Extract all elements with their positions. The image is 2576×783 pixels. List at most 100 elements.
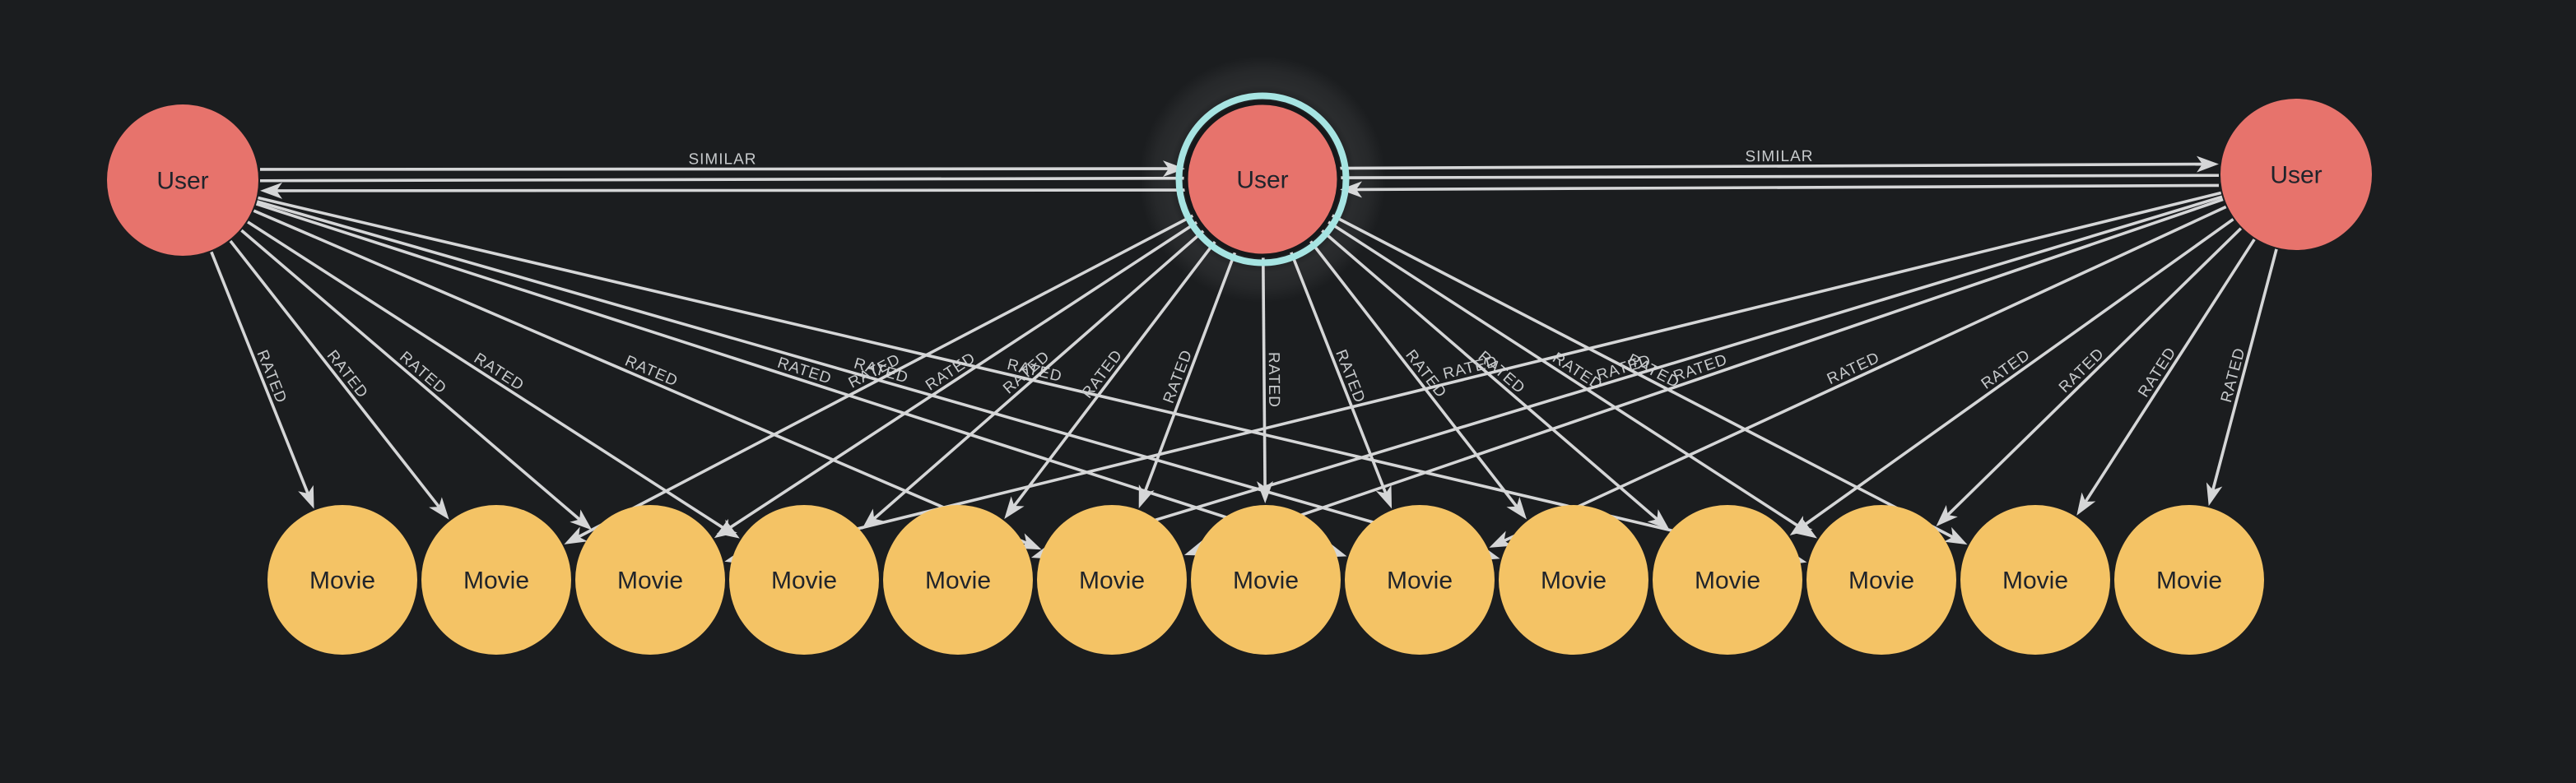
arrowhead-icon (298, 484, 314, 509)
arrowhead-icon (1004, 496, 1025, 519)
node-caption-label: User (2270, 162, 2322, 189)
node-caption-label: Movie (1233, 568, 1299, 595)
relationship-line (229, 239, 440, 508)
relationship-type-label: SIMILAR (688, 151, 756, 168)
arrowhead-icon (1936, 504, 1958, 526)
relationship-line (1326, 220, 1805, 531)
node-caption-label: User (1236, 167, 1288, 194)
node-caption-label: Movie (1695, 568, 1760, 595)
node-user[interactable]: User (1139, 56, 1386, 303)
arrowhead-icon (1789, 516, 1813, 535)
node-circle (1183, 100, 1341, 258)
node-circle (1960, 505, 2110, 655)
node-circle (107, 104, 258, 256)
node-caption-label: Movie (1541, 568, 1607, 595)
arrowhead-icon (1489, 530, 1514, 548)
relationship-line (1199, 197, 2224, 552)
node-movie[interactable]: Movie (1345, 505, 1495, 655)
arrowhead-icon (570, 509, 593, 530)
arrowhead-icon (2196, 155, 2220, 173)
relationship-type-label: SIMILAR (1745, 148, 1813, 165)
relationship-line (240, 229, 581, 521)
node-caption-label: Movie (1079, 568, 1145, 595)
relationship-line (1309, 239, 1518, 507)
node-caption-label: Movie (2156, 568, 2222, 595)
relationship-line (872, 229, 1206, 520)
node-movie[interactable]: Movie (1191, 505, 1341, 655)
node-circle (1806, 505, 1956, 655)
node-circle (729, 505, 879, 655)
relationship-line (1012, 239, 1217, 507)
relationship-line (1330, 213, 1954, 539)
relationship-similar[interactable]: SIMILAR (1339, 148, 2220, 173)
node-caption-label: Movie (617, 568, 683, 595)
relationship-line (740, 191, 2222, 559)
node-user[interactable]: User (107, 104, 258, 256)
arrowhead-icon (714, 518, 737, 539)
relationship-line (255, 202, 1332, 553)
relationship-line (1046, 195, 2223, 554)
arrowhead-icon (2076, 492, 2096, 516)
arrowhead-icon (1943, 526, 1968, 545)
node-circle (2220, 99, 2372, 250)
node-movie[interactable]: Movie (729, 505, 879, 655)
arrowhead-icon (1375, 484, 1393, 509)
node-caption-label: Movie (463, 568, 529, 595)
node-caption-label: User (156, 168, 208, 195)
selected-node-ring (1175, 92, 1350, 266)
arrowhead-icon (1647, 509, 1670, 530)
arrowhead-icon (1138, 484, 1155, 508)
node-movie[interactable]: Movie (421, 505, 571, 655)
node-caption-label: Movie (2002, 568, 2068, 595)
relationship-line (276, 188, 1186, 192)
node-circle (1037, 505, 1187, 655)
node-movie[interactable]: Movie (267, 505, 417, 655)
node-circle (575, 505, 725, 655)
node-movie[interactable]: Movie (1037, 505, 1187, 655)
node-caption-label: Movie (771, 568, 837, 595)
node-movie[interactable]: Movie (575, 505, 725, 655)
relationship-line (1946, 227, 2243, 517)
relationship-line (1355, 183, 2220, 192)
node-movie[interactable]: Movie (1806, 505, 1956, 655)
arrowhead-icon (2206, 482, 2223, 507)
node-caption-label: Movie (1848, 568, 1914, 595)
node-circle (883, 505, 1033, 655)
relationship-line (253, 209, 1027, 544)
relationship-line (247, 220, 727, 531)
node-movie[interactable]: Movie (2114, 505, 2264, 655)
relationship-line (2211, 248, 2278, 491)
relationship-line (1503, 205, 2227, 543)
relationship-line (258, 196, 1792, 560)
node-caption-label: Movie (1387, 568, 1453, 595)
relationship-line (578, 213, 1195, 539)
relationship-similar[interactable] (259, 182, 1186, 199)
node-circle (1345, 505, 1495, 655)
arrowhead-icon (862, 508, 884, 530)
node-movie[interactable]: Movie (1960, 505, 2110, 655)
node-caption-label: Movie (309, 568, 375, 595)
node-circle (421, 505, 571, 655)
relationship-type-label: RATED (1265, 352, 1283, 408)
arrowhead-icon (429, 497, 449, 520)
relationship-line (1339, 162, 2203, 170)
relationship-line (1802, 218, 2234, 527)
node-caption-label: Movie (925, 568, 991, 595)
node-user[interactable]: User (2220, 99, 2372, 250)
node-movie[interactable]: Movie (1499, 505, 1648, 655)
node-circle (2114, 505, 2264, 655)
arrowhead-icon (564, 526, 588, 544)
node-circle (267, 505, 417, 655)
relationship-line (210, 251, 309, 494)
relationship-line (256, 200, 1485, 556)
node-circle (1653, 505, 1802, 655)
relationship-line (727, 220, 1199, 530)
node-movie[interactable]: Movie (1653, 505, 1802, 655)
node-circle (1191, 505, 1341, 655)
node-movie[interactable]: Movie (883, 505, 1033, 655)
arrowhead-icon (1506, 497, 1527, 520)
arrowhead-icon (259, 182, 283, 199)
